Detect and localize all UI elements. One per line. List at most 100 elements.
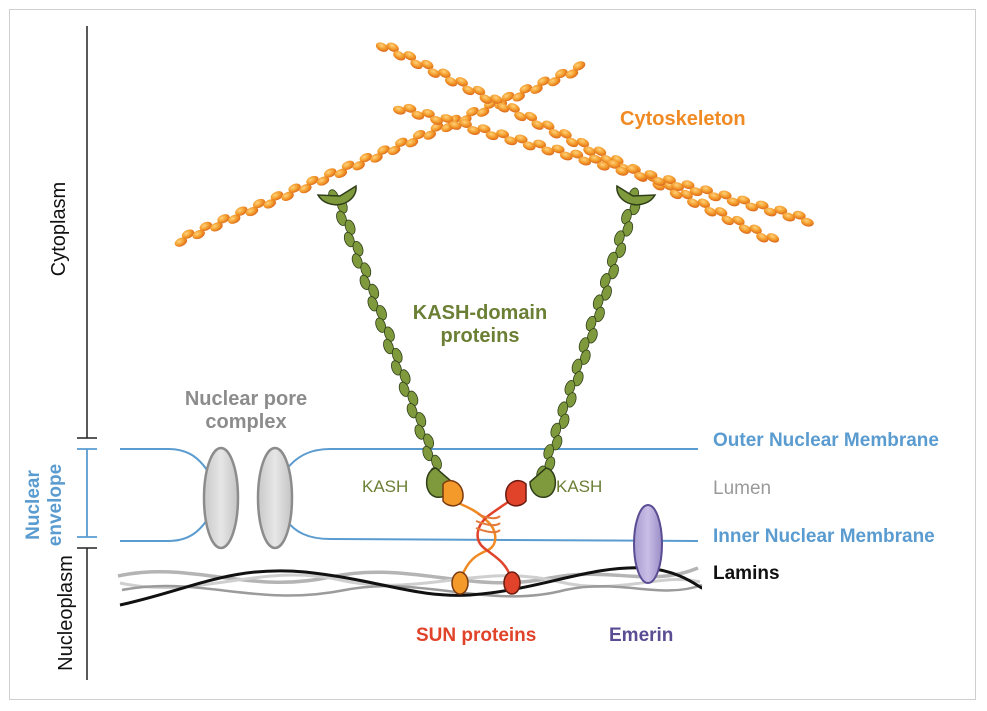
bead bbox=[359, 274, 371, 291]
bead bbox=[749, 224, 762, 235]
bead bbox=[336, 210, 347, 226]
bead bbox=[669, 189, 683, 200]
bead bbox=[564, 380, 576, 396]
bead bbox=[514, 134, 528, 144]
bead bbox=[792, 210, 806, 220]
bead bbox=[427, 68, 440, 78]
bead bbox=[412, 130, 426, 140]
kash-cap-right bbox=[616, 184, 657, 206]
bead bbox=[370, 153, 383, 163]
bead bbox=[430, 122, 444, 132]
bead bbox=[174, 237, 188, 247]
bead bbox=[551, 435, 563, 451]
bead bbox=[634, 171, 647, 181]
bead bbox=[571, 358, 583, 374]
sun-proteins-label: SUN proteins bbox=[416, 625, 537, 646]
bead bbox=[351, 253, 363, 269]
bead bbox=[235, 206, 248, 216]
bead bbox=[431, 454, 442, 471]
bead bbox=[766, 233, 780, 243]
bead bbox=[726, 197, 740, 207]
bead bbox=[738, 224, 752, 234]
bead bbox=[512, 92, 525, 102]
nuclear-pore-complex bbox=[202, 446, 294, 550]
bead bbox=[422, 445, 434, 462]
inner-membrane-left bbox=[120, 519, 208, 542]
bead bbox=[410, 59, 423, 70]
nuclear-envelope-bracket bbox=[77, 448, 97, 538]
bead bbox=[403, 51, 417, 61]
bead bbox=[405, 138, 419, 148]
kash-domain-proteins-label: KASH-domain proteins bbox=[395, 302, 565, 348]
bead bbox=[548, 76, 561, 87]
kash-right-label: KASH bbox=[556, 477, 603, 496]
bead bbox=[557, 401, 569, 417]
bead bbox=[448, 121, 462, 130]
bead bbox=[721, 215, 734, 226]
bead bbox=[689, 187, 703, 197]
bead bbox=[270, 191, 284, 201]
figure-frame bbox=[9, 9, 976, 700]
bead bbox=[708, 192, 722, 202]
bead bbox=[550, 422, 562, 439]
region-brackets bbox=[77, 26, 97, 680]
bead bbox=[438, 68, 451, 79]
bead bbox=[368, 283, 380, 300]
bead bbox=[732, 215, 745, 226]
bead bbox=[626, 164, 639, 174]
bead bbox=[352, 161, 365, 171]
npc-label-line2: complex bbox=[205, 411, 287, 433]
bead bbox=[572, 370, 584, 387]
bead bbox=[421, 59, 434, 70]
bead bbox=[377, 145, 390, 155]
bead bbox=[524, 111, 538, 122]
bead bbox=[181, 229, 195, 239]
cytoskeleton-label: Cytoskeleton bbox=[620, 108, 746, 130]
bead bbox=[496, 129, 509, 139]
bead bbox=[459, 119, 472, 129]
bead bbox=[344, 219, 356, 235]
bead bbox=[390, 360, 402, 376]
bead bbox=[533, 139, 547, 149]
bead bbox=[587, 328, 598, 344]
kash-domain-protein-chains bbox=[328, 187, 641, 483]
bead bbox=[192, 229, 205, 240]
bead bbox=[316, 176, 330, 186]
outer-membrane-label: Outer Nuclear Membrane bbox=[713, 430, 939, 451]
bead bbox=[440, 114, 454, 123]
bead bbox=[615, 242, 627, 258]
bead bbox=[578, 337, 590, 353]
bead bbox=[406, 403, 418, 419]
sun-head-right bbox=[505, 479, 527, 507]
bead bbox=[597, 161, 610, 171]
bead bbox=[360, 262, 372, 278]
bead bbox=[559, 151, 573, 161]
bead bbox=[548, 128, 562, 139]
bead bbox=[687, 198, 700, 208]
bead bbox=[504, 136, 518, 146]
bead bbox=[704, 206, 717, 217]
bead bbox=[531, 120, 544, 130]
bead bbox=[485, 131, 499, 141]
bead bbox=[281, 191, 294, 201]
bead bbox=[763, 207, 777, 217]
bead bbox=[565, 69, 579, 79]
bead bbox=[352, 240, 364, 257]
bead bbox=[393, 105, 406, 115]
bead bbox=[393, 50, 406, 61]
bead bbox=[583, 146, 596, 156]
nucleoplasm-label: Nucleoplasm bbox=[55, 555, 77, 671]
bead bbox=[614, 230, 625, 246]
inner-membrane-label: Inner Nuclear Membrane bbox=[713, 526, 935, 547]
kash-end-right bbox=[529, 467, 557, 499]
bead bbox=[199, 221, 212, 232]
bead bbox=[514, 111, 527, 122]
bead bbox=[383, 326, 395, 342]
bead bbox=[565, 392, 577, 408]
bead bbox=[543, 444, 555, 460]
bead bbox=[386, 42, 399, 53]
bead bbox=[537, 76, 550, 86]
actin-filament-3 bbox=[393, 103, 814, 227]
bead bbox=[334, 168, 348, 178]
bead bbox=[608, 263, 619, 280]
